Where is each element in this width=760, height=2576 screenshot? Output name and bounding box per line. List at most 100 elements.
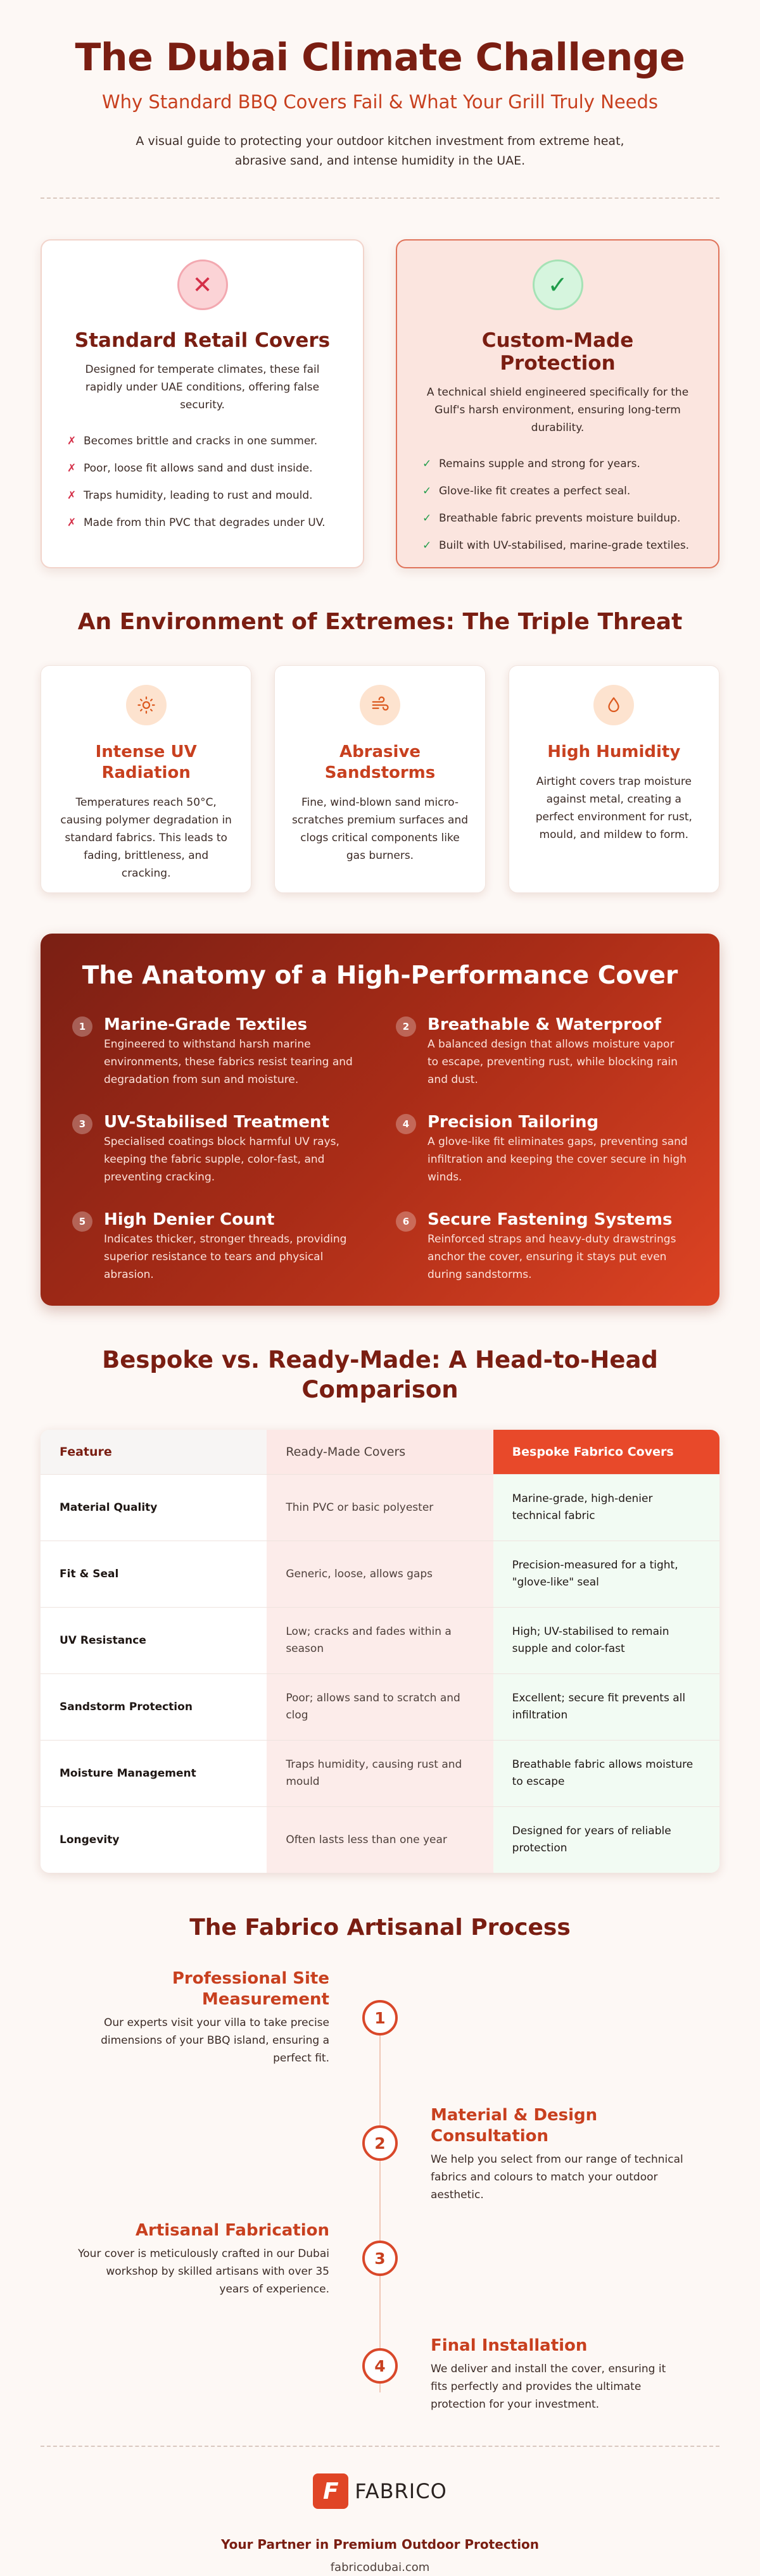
fabrico-logo: F FABRICO xyxy=(313,2473,447,2509)
table-cell: UV Resistance xyxy=(41,1608,267,1673)
anatomy-item-text: A glove-like fit eliminates gaps, preven… xyxy=(428,1135,688,1184)
check-mark-icon: ✓ xyxy=(422,485,432,497)
threat-title: Intense UV Radiation xyxy=(95,742,197,782)
x-mark-icon: ✗ xyxy=(67,435,77,447)
table-cell: Designed for years of reliable protectio… xyxy=(493,1807,719,1873)
table-cell: High; UV-stabilised to remain supple and… xyxy=(493,1608,719,1673)
step-number: 3 xyxy=(72,1114,92,1134)
timeline-line xyxy=(379,2000,381,2392)
process-step: Material & Design Consultation We help y… xyxy=(431,2105,684,2204)
table-cell: Sandstorm Protection xyxy=(41,1674,267,1740)
process-title: The Fabrico Artisanal Process xyxy=(189,1915,571,1941)
anatomy-title: The Anatomy of a High-Performance Cover xyxy=(82,961,678,990)
check-mark-icon: ✓ xyxy=(422,539,432,552)
table-cell: Breathable fabric allows moisture to esc… xyxy=(493,1741,719,1806)
x-mark-icon: ✗ xyxy=(67,489,77,502)
step-number: 5 xyxy=(72,1211,92,1232)
anatomy-item-text: Indicates thicker, stronger threads, pro… xyxy=(104,1233,347,1281)
list-item: ✗Poor, loose fit allows sand and dust in… xyxy=(67,460,338,477)
x-mark-icon: ✗ xyxy=(67,516,77,529)
table-cell: Traps humidity, causing rust and mould xyxy=(267,1741,493,1806)
anatomy-item-title: Secure Fastening Systems xyxy=(428,1210,673,1229)
header-divider xyxy=(41,197,719,199)
step-text: We help you select from our range of tec… xyxy=(431,2153,683,2201)
threat-card-humidity: High Humidity Airtight covers trap moist… xyxy=(508,665,719,893)
step-number: 4 xyxy=(396,1114,416,1134)
list-item: ✓Built with UV-stabilised, marine-grade … xyxy=(422,537,693,554)
step-number: 1 xyxy=(72,1016,92,1037)
anatomy-item-title: Precision Tailoring xyxy=(428,1113,599,1132)
card-description: A technical shield engineered specifical… xyxy=(426,386,689,434)
list-item: ✓Remains supple and strong for years. xyxy=(422,456,693,473)
step-number: 4 xyxy=(362,2348,398,2384)
table-header-row: Feature Ready-Made Covers Bespoke Fabric… xyxy=(41,1430,719,1474)
list-item: ✗Becomes brittle and cracks in one summe… xyxy=(67,433,338,450)
table-row: Fit & Seal Generic, loose, allows gaps P… xyxy=(41,1541,719,1607)
anatomy-item-text: Engineered to withstand harsh marine env… xyxy=(104,1038,353,1086)
check-mark-icon: ✓ xyxy=(422,512,432,525)
check-icon: ✓ xyxy=(532,259,583,310)
anatomy-item: 4 Precision Tailoring A glove-like fit el… xyxy=(396,1113,688,1186)
step-title: Material & Design Consultation xyxy=(431,2106,598,2146)
footer: F FABRICO Your Partner in Premium Outdoo… xyxy=(41,2447,719,2574)
column-header: Bespoke Fabrico Covers xyxy=(493,1430,719,1474)
comparison-title: Bespoke vs. Ready-Made: A Head-to-Head C… xyxy=(102,1346,658,1403)
standard-covers-card: ✕ Standard Retail Covers Designed for te… xyxy=(41,239,364,568)
anatomy-item-text: Reinforced straps and heavy-duty drawstr… xyxy=(428,1233,676,1281)
column-header: Feature xyxy=(41,1430,267,1474)
footer-divider xyxy=(41,2446,719,2447)
x-mark-icon: ✗ xyxy=(67,462,77,475)
card-description: Designed for temperate climates, these f… xyxy=(85,363,320,411)
step-text: We deliver and install the cover, ensuri… xyxy=(431,2363,666,2411)
table-cell: Longevity xyxy=(41,1807,267,1873)
table-cell: Precision-measured for a tight, "glove-l… xyxy=(493,1541,719,1607)
card-title: Standard Retail Covers xyxy=(74,329,331,352)
table-cell: Fit & Seal xyxy=(41,1541,267,1607)
process-timeline: Professional Site Measurement Our expert… xyxy=(41,1968,719,2430)
process-step: Artisanal Fabrication Your cover is meti… xyxy=(76,2220,329,2298)
card-title: Custom-Made Protection xyxy=(481,329,634,375)
threat-title: Abrasive Sandstorms xyxy=(324,742,436,782)
anatomy-panel: The Anatomy of a High-Performance Cover … xyxy=(41,934,719,1306)
logo-text: FABRICO xyxy=(355,2479,447,2503)
table-cell: Low; cracks and fades within a season xyxy=(267,1608,493,1673)
table-cell: Thin PVC or basic polyester xyxy=(267,1475,493,1541)
wind-icon xyxy=(359,685,400,725)
standard-points-list: ✗Becomes brittle and cracks in one summe… xyxy=(67,433,338,532)
list-item: ✗Made from thin PVC that degrades under … xyxy=(67,515,338,532)
step-text: Our experts visit your villa to take pre… xyxy=(101,2016,329,2065)
table-cell: Moisture Management xyxy=(41,1741,267,1806)
step-text: Your cover is meticulously crafted in ou… xyxy=(78,2248,329,2296)
process-step: Final Installation We deliver and instal… xyxy=(431,2335,684,2413)
list-item: ✓Breathable fabric prevents moisture bui… xyxy=(422,510,693,527)
check-mark-icon: ✓ xyxy=(422,458,432,470)
process-step: Professional Site Measurement Our expert… xyxy=(76,1968,329,2067)
step-title: Final Installation xyxy=(431,2336,588,2355)
logo-mark: F xyxy=(313,2473,349,2509)
anatomy-item-text: A balanced design that allows moisture v… xyxy=(428,1038,678,1086)
table-cell: Material Quality xyxy=(41,1475,267,1541)
list-item: ✗Traps humidity, leading to rust and mou… xyxy=(67,487,338,504)
list-item: ✓Glove-like fit creates a perfect seal. xyxy=(422,483,693,500)
table-row: Moisture Management Traps humidity, caus… xyxy=(41,1740,719,1806)
table-cell: Generic, loose, allows gaps xyxy=(267,1541,493,1607)
table-row: Material Quality Thin PVC or basic polye… xyxy=(41,1474,719,1541)
threats-row: Intense UV Radiation Temperatures reach … xyxy=(41,665,719,893)
custom-protection-card: ✓ Custom-Made Protection A technical shi… xyxy=(396,239,719,568)
footer-website: fabricodubai.com xyxy=(330,2561,430,2574)
anatomy-item-text: Specialised coatings block harmful UV ra… xyxy=(104,1135,339,1184)
threat-card-sand: Abrasive Sandstorms Fine, wind-blown san… xyxy=(274,665,486,893)
threats-title: An Environment of Extremes: The Triple T… xyxy=(77,609,683,635)
table-cell: Poor; allows sand to scratch and clog xyxy=(267,1674,493,1740)
threat-text: Temperatures reach 50°C, causing polymer… xyxy=(60,796,232,880)
column-header: Ready-Made Covers xyxy=(267,1430,493,1474)
hero: The Dubai Climate Challenge Why Standard… xyxy=(41,0,719,171)
threat-card-uv: Intense UV Radiation Temperatures reach … xyxy=(41,665,252,893)
step-number: 3 xyxy=(362,2241,398,2276)
step-title: Professional Site Measurement xyxy=(172,1969,329,2009)
